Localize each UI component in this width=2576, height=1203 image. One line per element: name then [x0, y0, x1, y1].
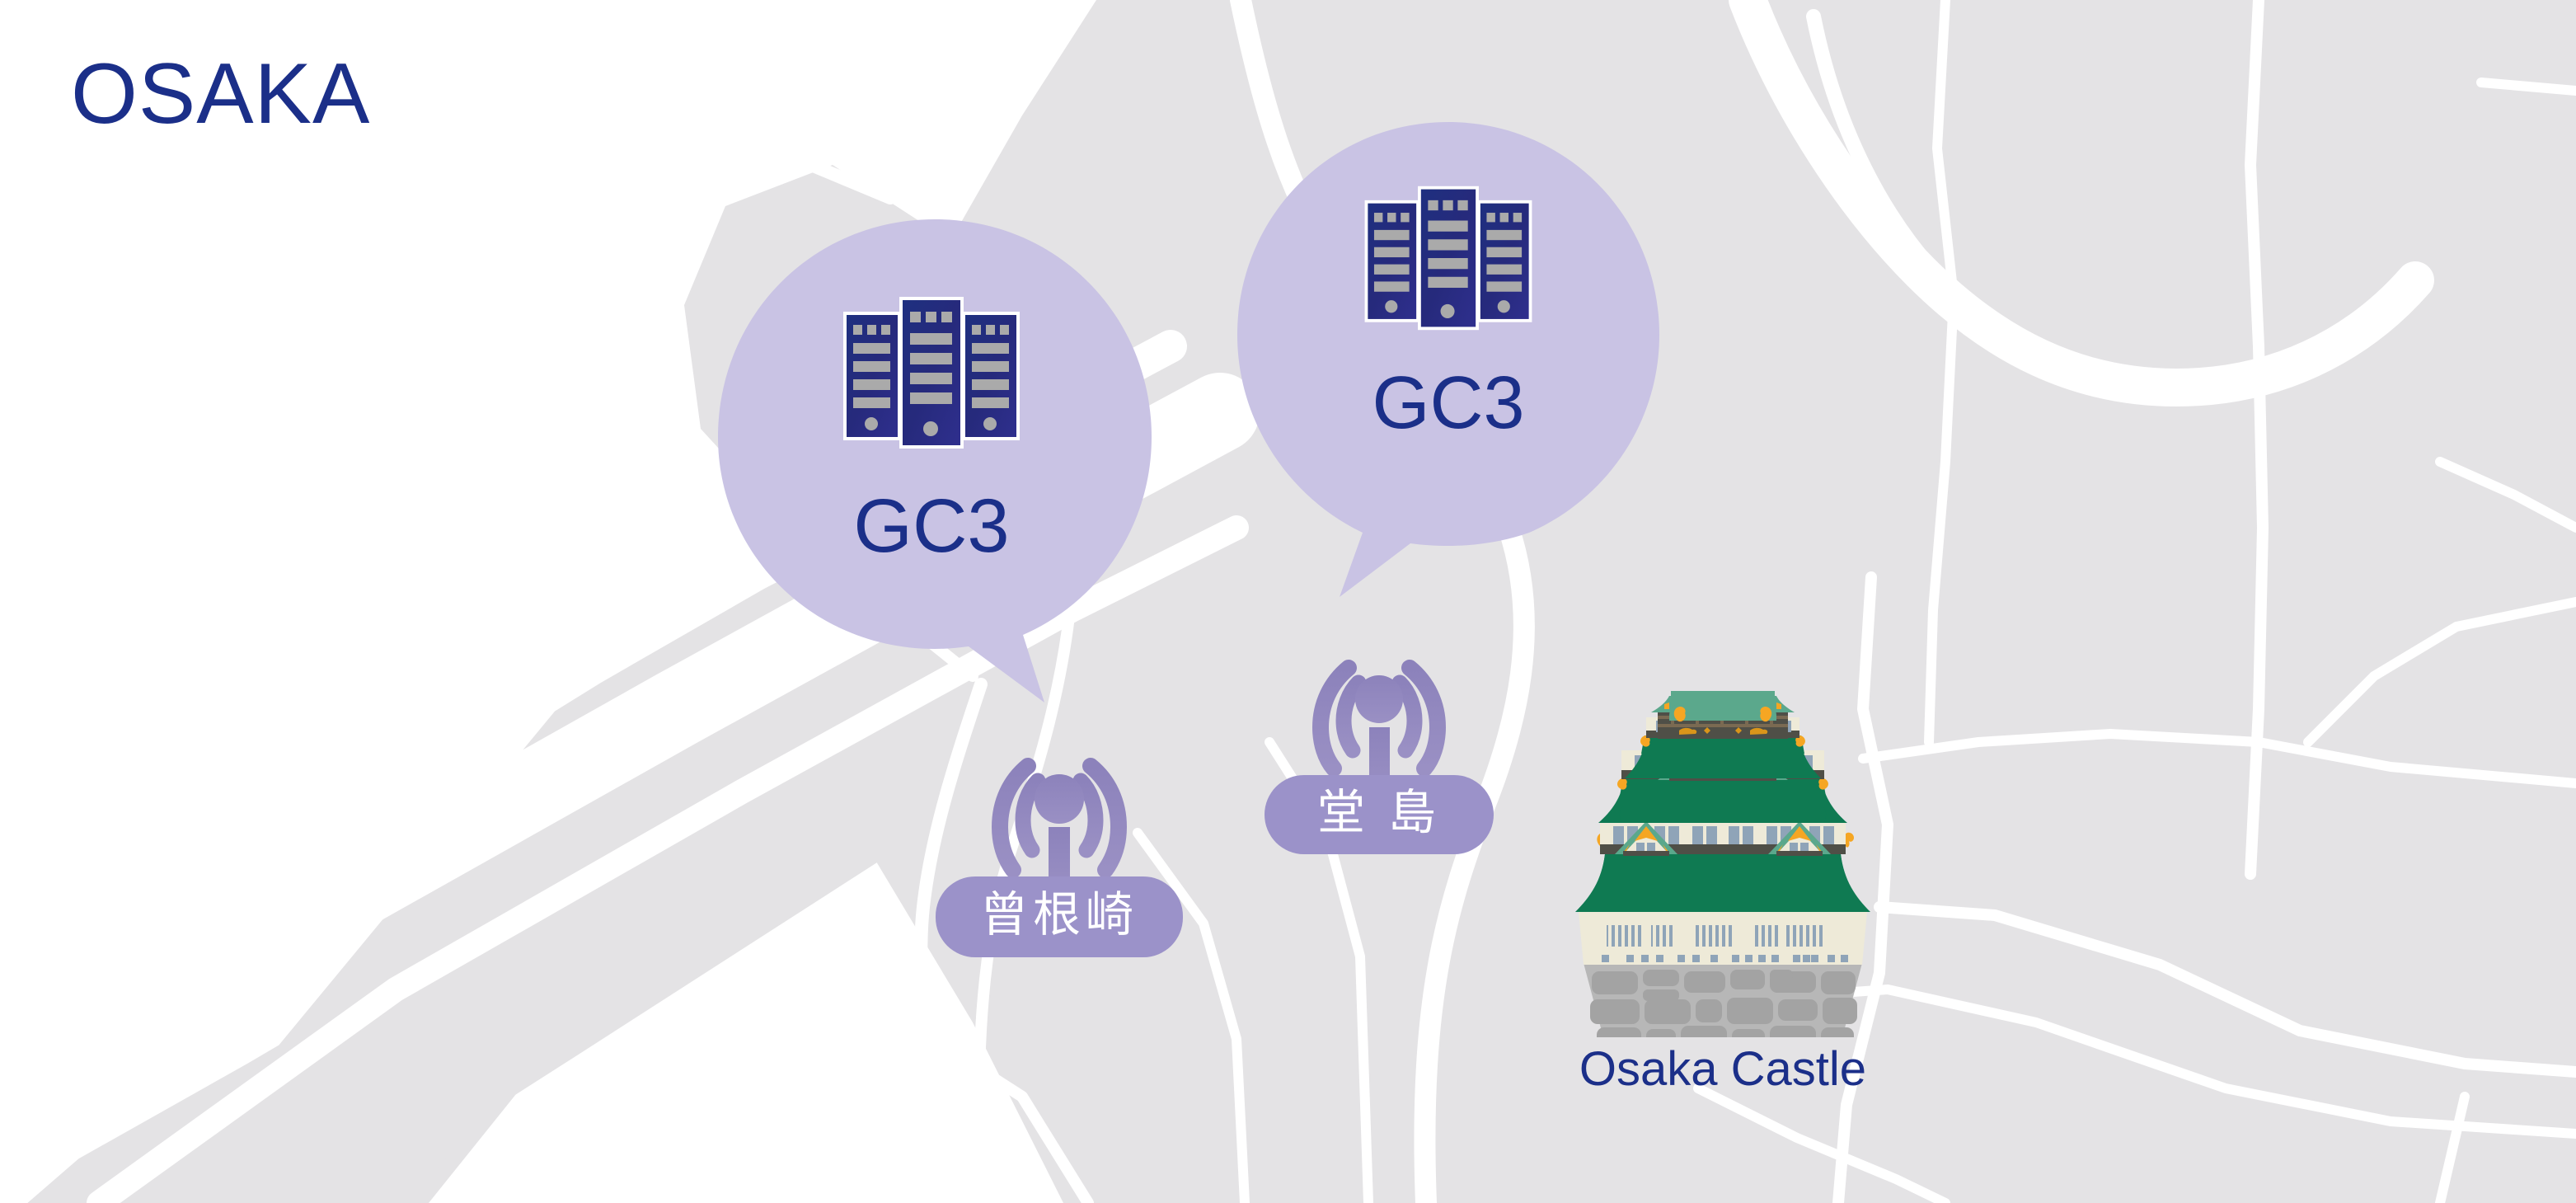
- page-title: OSAKA: [71, 46, 371, 142]
- map-pin-gc3-east[interactable]: GC3: [1234, 122, 1663, 597]
- pin-bubble-shape: [1237, 122, 1659, 597]
- antenna-label: 曾根崎: [979, 888, 1138, 942]
- antenna-marker-sonezaki[interactable]: 曾根崎: [936, 738, 1183, 985]
- castle-base-wall: [1579, 912, 1867, 965]
- landmark-caption: Osaka Castle: [1579, 1042, 1867, 1096]
- map-pin-gc3-west[interactable]: GC3: [711, 219, 1152, 703]
- antenna-marker-dojima[interactable]: 堂 島: [1265, 641, 1494, 882]
- landmark-osaka-castle[interactable]: [1554, 691, 1892, 1037]
- broadcast-antenna-icon: [991, 758, 1128, 895]
- pin-bubble-shape: [718, 219, 1152, 703]
- antenna-label-pill[interactable]: 曾根崎: [936, 876, 1183, 957]
- castle-tier-1: [1575, 809, 1870, 912]
- antenna-label: 堂 島: [1316, 786, 1442, 839]
- castle-top-tier: [1651, 691, 1795, 739]
- osaka-castle-icon: [1575, 691, 1870, 1037]
- castle-stone-base: [1584, 963, 1862, 1037]
- antenna-label-pill[interactable]: 堂 島: [1265, 775, 1494, 854]
- broadcast-antenna-icon: [1311, 660, 1447, 792]
